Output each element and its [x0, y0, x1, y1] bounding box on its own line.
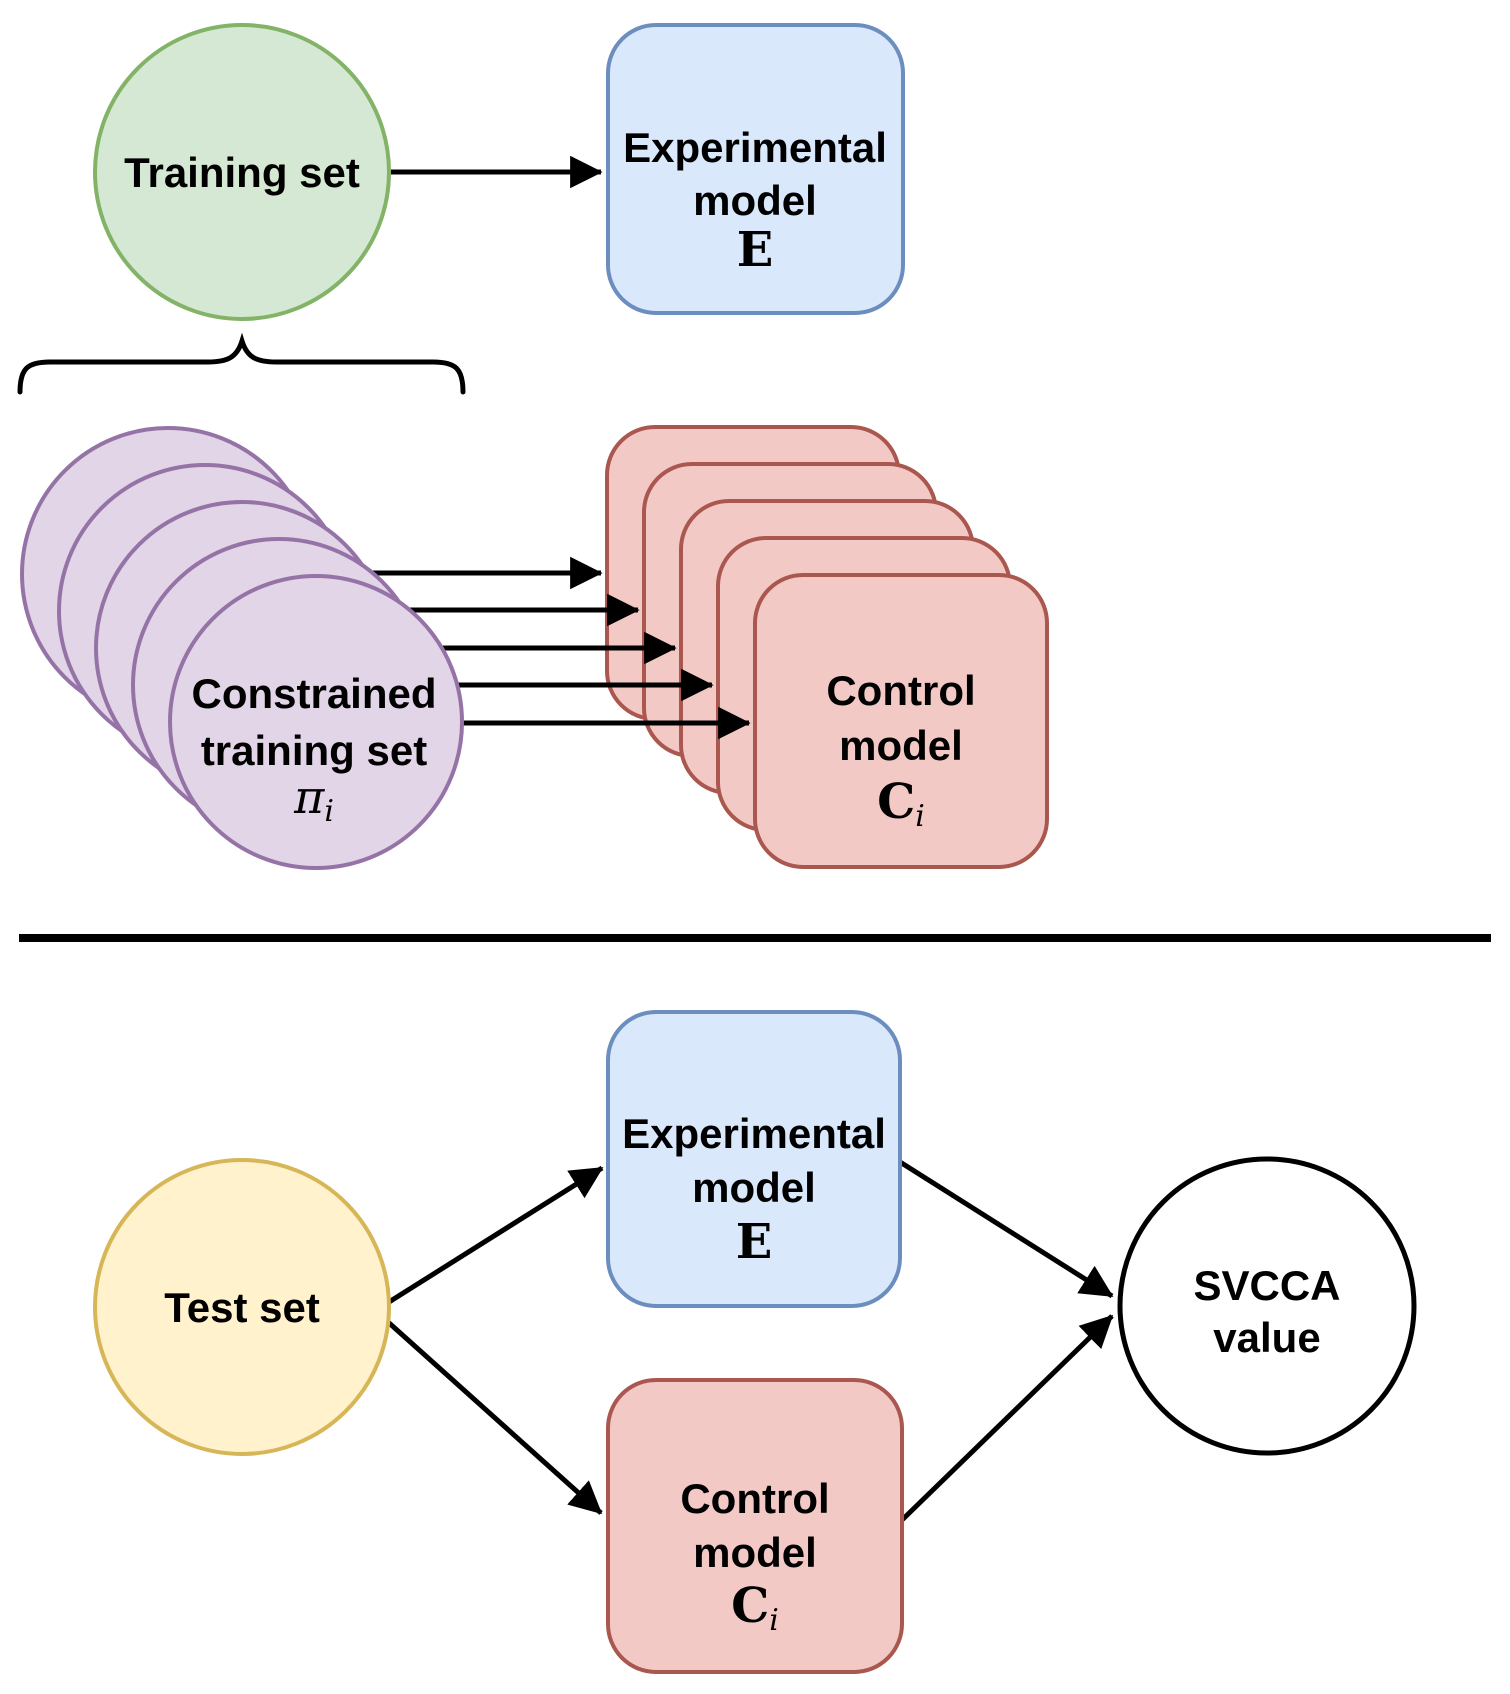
control-model-line2: model [839, 722, 963, 769]
control-model-bottom-line1: Control [680, 1475, 829, 1522]
experimental-model-bottom-symbol: E [736, 1214, 773, 1270]
experimental-model-line1: Experimental [623, 124, 887, 171]
control-model-stack [605, 425, 1049, 869]
svcca-value-circle [1117, 1156, 1417, 1456]
constrained-set-line1: Constrained [191, 670, 436, 717]
constrained-set-stack [20, 426, 464, 870]
constrained-set-stack-circle-front [168, 574, 464, 870]
experimental-model-bottom-line1: Experimental [622, 1110, 886, 1157]
constrained-set-line2: training set [201, 727, 427, 774]
brace [17, 332, 466, 395]
svcca-line1: SVCCA [1193, 1262, 1340, 1309]
arrow-testset-to-experimental [387, 1165, 604, 1305]
test-set-circle [93, 1158, 391, 1456]
experimental-model-box-bottom [606, 1010, 902, 1308]
test-set-label: Test set [164, 1284, 320, 1331]
experimental-model-bottom-line2: model [692, 1164, 816, 1211]
control-model-box-bottom [606, 1378, 904, 1674]
training-set-circle [93, 23, 391, 321]
experimental-model-box [606, 23, 905, 315]
arrow-control-to-svcca [900, 1314, 1114, 1522]
experimental-model-symbol: E [737, 222, 774, 278]
arrow-testset-to-control [386, 1320, 603, 1515]
control-model-bottom-line2: model [693, 1529, 817, 1576]
experimental-model-line2: model [693, 177, 817, 224]
bottom-evaluation-section: Test set Experimental model E Control mo… [93, 1010, 1417, 1674]
constrained-set-symbol: πi [293, 770, 334, 829]
training-set-label: Training set [124, 149, 360, 196]
arrow-experimental-to-svcca [898, 1159, 1114, 1299]
control-model-stack-card-front [753, 573, 1049, 869]
control-model-symbol: Ci [877, 774, 925, 834]
control-model-line1: Control [826, 667, 975, 714]
control-model-bottom-symbol: Ci [731, 1578, 779, 1638]
top-training-section: Training set Experimental model E [17, 23, 1049, 870]
svcca-line2: value [1213, 1314, 1320, 1361]
